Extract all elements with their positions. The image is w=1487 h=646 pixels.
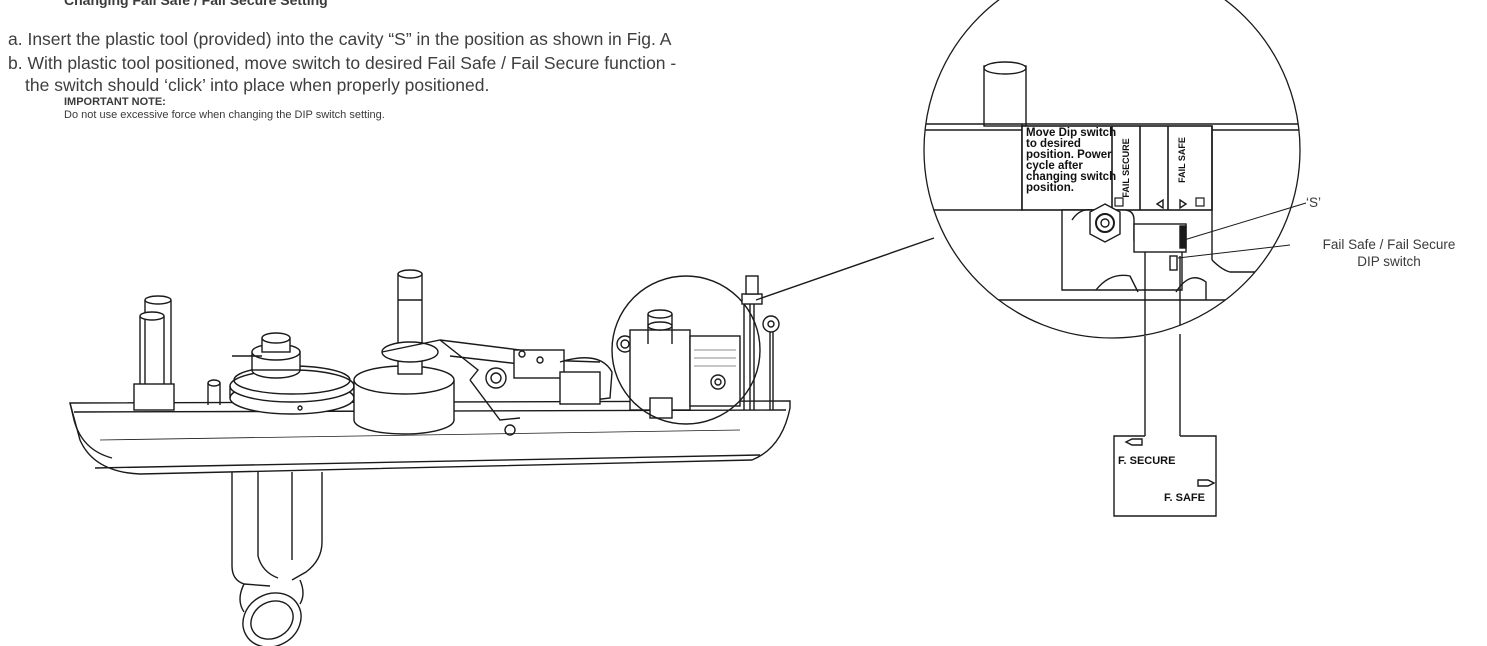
tool-secure-label: F. SECURE (1118, 455, 1176, 467)
zoom-circle (923, 0, 1301, 339)
section-heading: Changing Fail Safe / Fail Secure Setting (64, 0, 328, 8)
linkage-arm (439, 335, 634, 436)
zoom-connector-line (755, 237, 935, 301)
sticker-line: position. (1026, 182, 1074, 194)
sticker-line: Move Dip switch (1026, 127, 1117, 139)
dip-switch-module (629, 309, 741, 419)
dip-callout-line-1: Fail Safe / Fail Secure (1322, 237, 1456, 252)
sticker-text: Move Dip switch to desired position. Pow… (1026, 127, 1117, 194)
sticker-line: changing switch (1026, 171, 1117, 183)
step-a-text: a. Insert the plastic tool (provided) in… (8, 29, 672, 49)
cavity-leader-line (1183, 202, 1307, 241)
important-note-title: IMPORTANT NOTE: (64, 96, 166, 108)
arrow-left-icon (1124, 438, 1143, 446)
important-note-text: Do not use excessive force when changing… (64, 109, 385, 121)
dip-leader-line (1177, 244, 1291, 259)
fail-safe-strip-label: FAIL SAFE (1177, 137, 1187, 183)
lever-handle (231, 472, 323, 646)
cavity-s-callout: ‘S’ (1306, 195, 1322, 210)
sticker-line: position. Power (1026, 149, 1112, 161)
step-b-continuation-text: the switch should ‘click’ into place whe… (25, 75, 490, 95)
zoom-source-circle (611, 275, 761, 425)
spindle-posts (133, 295, 221, 411)
dip-callout-line-2: DIP switch (1357, 254, 1421, 269)
ground-wire (741, 275, 780, 410)
fail-secure-strip-label: FAIL SECURE (1121, 138, 1131, 198)
cam-cylinder (353, 269, 479, 435)
step-b-text: b. With plastic tool positioned, move sw… (8, 53, 677, 73)
sticker-line: cycle after (1026, 160, 1083, 172)
plastic-tool (1113, 334, 1217, 517)
dip-switch-callout: Fail Safe / Fail Secure DIP switch (1294, 236, 1484, 270)
zoom-detail (924, 61, 1300, 338)
tool-safe-label: F. SAFE (1164, 492, 1205, 504)
hub-assembly (229, 332, 355, 415)
sticker-line: to desired (1026, 138, 1081, 150)
arrow-right-icon (1197, 479, 1216, 487)
